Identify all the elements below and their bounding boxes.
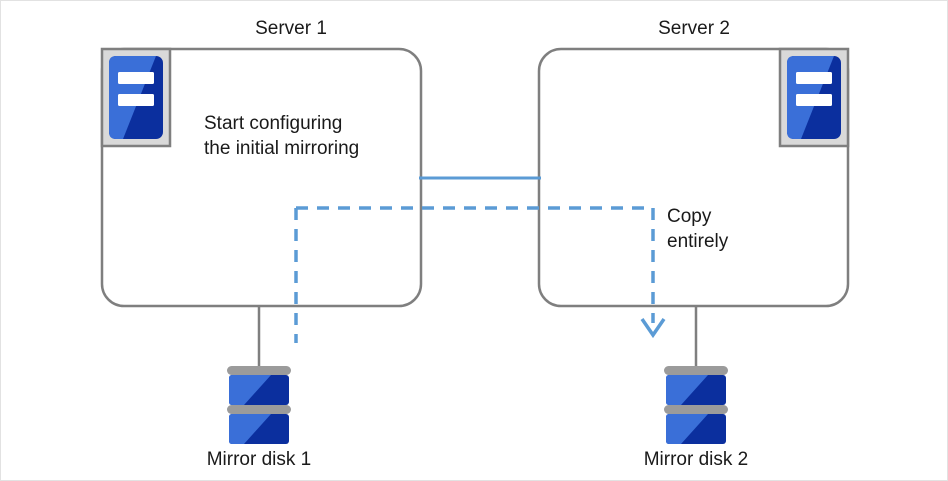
server-2-server-icon xyxy=(778,47,850,148)
mirror-disk-1-label: Mirror disk 1 xyxy=(206,449,312,470)
server-1-server-icon xyxy=(100,47,172,148)
server-1-note-line-2: the initial mirroring xyxy=(204,138,360,159)
server-2-title: Server 2 xyxy=(658,18,730,39)
server-1-title: Server 1 xyxy=(255,18,327,39)
copy-annotation-line-2: entirely xyxy=(667,231,729,252)
copy-flow-dashed-path xyxy=(296,206,655,323)
mirror-disk-2-label: Mirror disk 2 xyxy=(643,449,749,470)
mirror-disk-2-icon xyxy=(664,366,728,444)
server-1-note-line-1: Start configuring xyxy=(204,113,343,134)
copy-annotation-line-1: Copy xyxy=(667,206,712,227)
mirror-disk-1-icon xyxy=(227,366,291,444)
copy-flow-arrowhead-icon xyxy=(640,318,666,339)
